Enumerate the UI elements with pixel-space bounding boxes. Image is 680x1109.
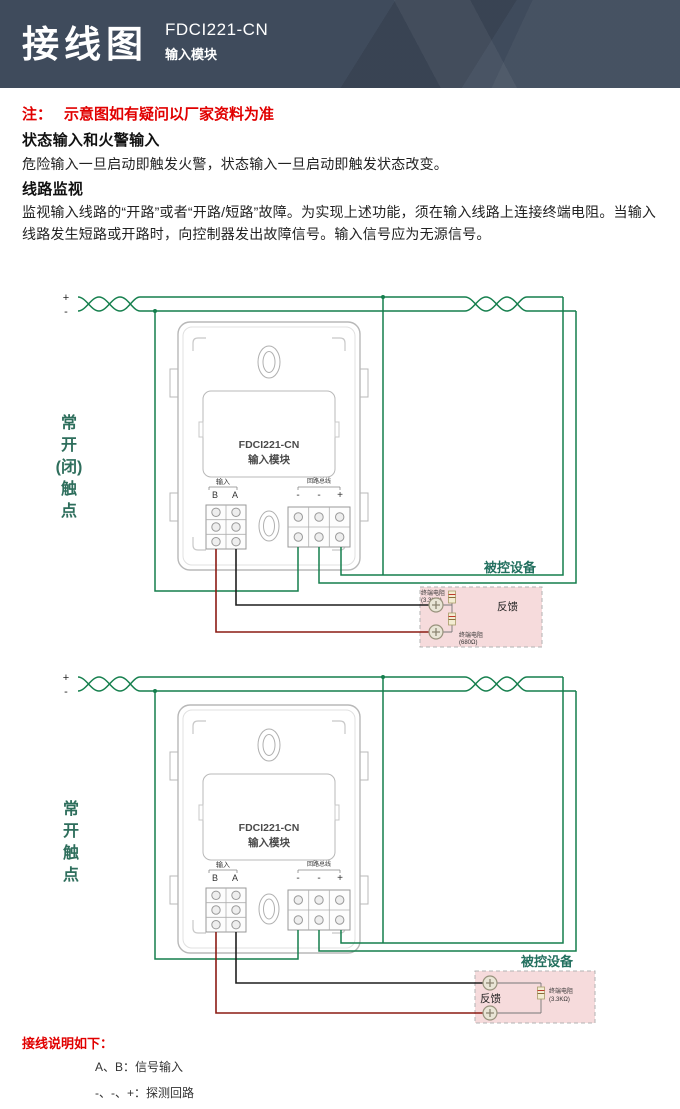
wiring-diagram-1: FDCI221-CN 输入模块 输入 B A 回路总线 - - + + - 被控… <box>63 292 577 648</box>
section-heading-1: 状态输入和火警输入 <box>22 132 160 149</box>
bus-plus-label: + <box>63 672 69 684</box>
contact-type-label-2: 常 开 触 点 <box>62 801 79 884</box>
signal-wire-black <box>235 549 429 606</box>
controlled-device-title: 被控设备 <box>520 954 574 969</box>
terminal-a-label: A <box>232 490 238 500</box>
twisted-pair-icon <box>77 296 141 312</box>
note: 注： 示意图如有疑问以厂家资料为准 <box>22 103 274 124</box>
terminal-a-label: A <box>232 873 238 883</box>
model-number: FDCI221-CN <box>165 20 269 39</box>
twisted-pair-icon <box>464 676 528 692</box>
module-type: 输入模块 <box>165 47 218 62</box>
loop-terminal-minus1: - <box>296 490 299 501</box>
wire-junction <box>153 309 157 313</box>
header-banner: 接线图 FDCI221-CN 输入模块 <box>0 0 680 88</box>
terminal-b-label: B <box>212 873 218 883</box>
screw-terminal-icon <box>428 624 444 640</box>
wiring-note-line: -、-、+：探测回路 <box>95 1086 195 1100</box>
wire-junction <box>381 295 385 299</box>
wire-junction <box>381 675 385 679</box>
signal-wire-red <box>215 549 429 633</box>
note-prefix: 注： <box>22 106 53 123</box>
corner-brackets <box>192 337 346 551</box>
bus-plus-label: + <box>63 292 69 304</box>
module-title: FDCI221-CN <box>239 822 300 834</box>
twisted-pair-icon <box>77 676 141 692</box>
loop-bus-group-label: 回路总线 <box>307 477 331 485</box>
module-subtitle: 输入模块 <box>248 453 290 466</box>
terminal-group-brackets <box>208 486 341 490</box>
loop-bus-wires <box>77 296 577 592</box>
contact-type-label-1: 常 开 (闭) 触 点 <box>55 415 83 520</box>
twisted-pair-icon <box>464 296 528 312</box>
note-text: 示意图如有疑问以厂家资料为准 <box>64 106 275 123</box>
terminal-block-input <box>205 504 247 550</box>
loop-terminal-minus2: - <box>317 873 320 884</box>
terminal-b-label: B <box>212 490 218 500</box>
wiring-notes-heading: 接线说明如下： <box>22 1036 114 1051</box>
keyhole-top <box>257 345 281 379</box>
feedback-label: 反馈 <box>497 600 518 613</box>
section-body-1: 危险输入一旦启动即触发火警，状态输入一旦启动即触发状态改变。 <box>22 156 448 172</box>
loop-bus-group-label: 回路总线 <box>307 860 331 868</box>
resistor-icon <box>448 612 456 626</box>
input-group-label: 输入 <box>216 477 230 486</box>
wiring-diagram-2: FDCI221-CN 输入模块 输入 B A 回路总线 - - + + - 被控… <box>63 672 596 1024</box>
feedback-label: 反馈 <box>480 992 501 1005</box>
loop-terminal-minus1: - <box>296 873 299 884</box>
input-group-label: 输入 <box>216 860 230 869</box>
input-module-body <box>169 321 369 571</box>
loop-terminal-plus: + <box>337 490 343 501</box>
terminal-resistor-680-label: 终端电阻 <box>459 631 483 639</box>
module-title: FDCI221-CN <box>239 439 300 451</box>
page-title: 接线图 <box>22 24 148 65</box>
controlled-device-title: 被控设备 <box>483 560 537 575</box>
module-subtitle: 输入模块 <box>248 836 290 849</box>
terminal-resistor-33k-value: (3.3KΩ) <box>549 997 570 1003</box>
signal-wire-red <box>215 932 483 1014</box>
terminal-resistor-33k-label: 终端电阻 <box>549 987 573 995</box>
loop-terminal-minus2: - <box>317 490 320 501</box>
bus-minus-label: - <box>64 686 68 698</box>
screw-terminal-icon <box>428 597 444 613</box>
terminal-resistor-33k-label: 终端电阻 <box>421 589 445 597</box>
section-body-2: 监视输入线路的“开路”或者“开路/短路”故障。为实现上述功能，须在输入线路上连接… <box>22 204 657 242</box>
loop-bus-wires <box>77 676 577 960</box>
loop-terminal-plus: + <box>337 873 343 884</box>
screw-terminal-icon <box>482 975 498 991</box>
wiring-note-line: A、B：信号输入 <box>95 1060 184 1074</box>
wire-junction <box>153 689 157 693</box>
section-heading-2: 线路监视 <box>22 181 84 198</box>
mounting-ears <box>169 368 369 522</box>
terminal-resistor-680-value: (680Ω) <box>459 640 478 646</box>
resistor-icon <box>537 986 545 1000</box>
signal-wire-black <box>235 932 483 984</box>
resistor-icon <box>448 590 456 604</box>
bus-minus-label: - <box>64 306 68 318</box>
keyhole-bottom <box>258 510 280 542</box>
screw-terminal-icon <box>482 1005 498 1021</box>
terminal-block-loop <box>287 506 351 548</box>
